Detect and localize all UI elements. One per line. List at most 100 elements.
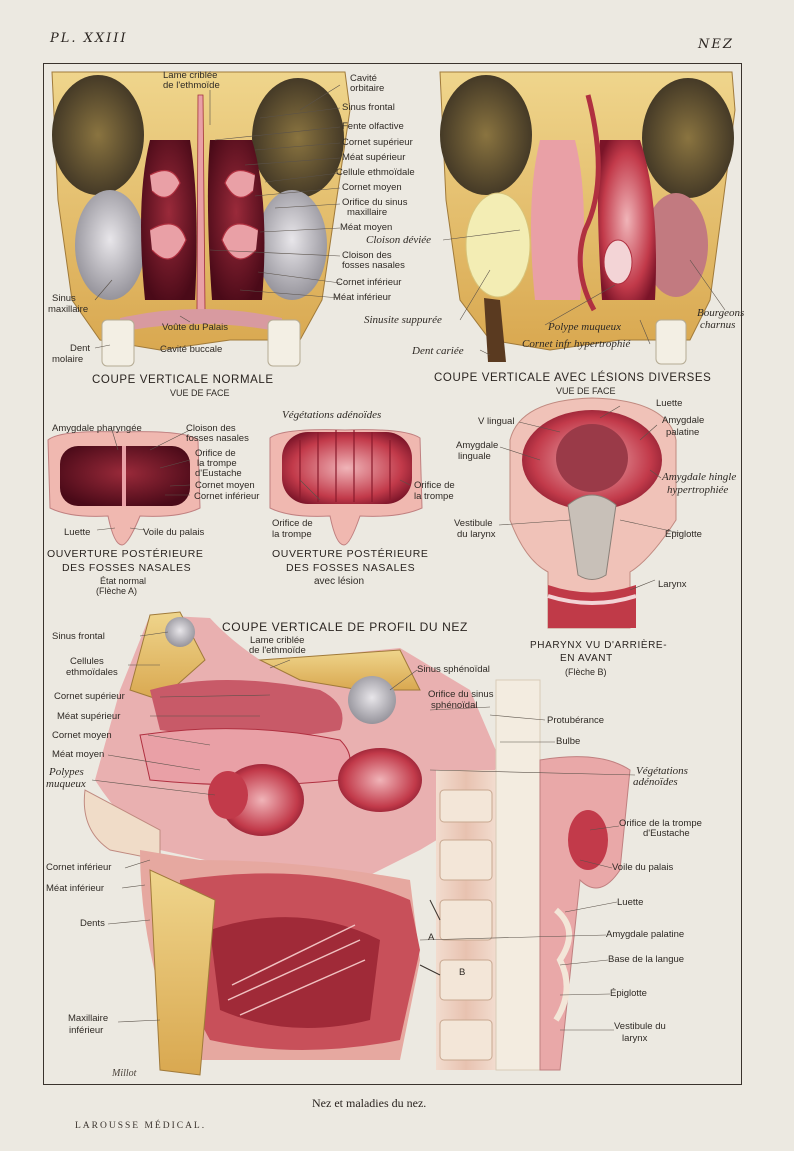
label-pharynx-1: V lingual (478, 416, 515, 427)
label-normal-22: Cavité buccale (160, 344, 223, 355)
label-nasal-normal-8: Luette (64, 527, 91, 538)
label-nasal-lesion-3: la trompe (414, 491, 454, 502)
label-pharynx-11: Larynx (658, 579, 687, 590)
label-nasal-normal-2: fosses nasales (186, 433, 249, 444)
label-pharynx-4: Amygdale (456, 440, 499, 451)
plate-subject: NEZ (698, 37, 734, 52)
label-nasal-lesion-1: la trompe (272, 529, 312, 540)
label-profile-12: Méat inférieur (46, 883, 105, 894)
figure-nasal-lesion (269, 429, 423, 546)
label-normal-5: Fente olfactive (342, 121, 404, 132)
label-pharynx-5: linguale (458, 451, 491, 462)
figure-pharynx (509, 397, 677, 629)
label-nasal-normal-7: Cornet inférieur (194, 491, 260, 502)
label-profile-2: de l'ethmoïde (249, 645, 306, 656)
label-profile-15: inférieur (69, 1025, 104, 1036)
label-profile-31: larynx (622, 1033, 648, 1044)
marker-arrow-a: A (428, 932, 435, 943)
label-normal-19: Voûte du Palais (162, 322, 229, 333)
label-normal-17: Sinus (52, 293, 76, 304)
label-profile-10: muqueux (46, 778, 86, 790)
label-profile-26: Luette (617, 897, 644, 908)
label-profile-13: Dents (80, 918, 105, 929)
heading-vegetations: Végétations adénoïdes (282, 409, 382, 421)
label-profile-7: Cornet moyen (52, 730, 112, 741)
label-nasal-normal-6: Cornet moyen (195, 480, 255, 491)
label-profile-30: Vestibule du (614, 1021, 666, 1032)
label-nasal-normal-9: Voile du palais (143, 527, 205, 538)
subtitle-normal-section: VUE DE FACE (170, 388, 230, 398)
label-nasal-normal-5: d'Eustache (195, 468, 242, 479)
label-profile-22: adénoïdes (633, 776, 678, 788)
marker-arrow-b: B (459, 967, 466, 978)
label-profile-19: Protubérance (547, 715, 605, 726)
label-profile-17: Orifice du sinus (428, 689, 494, 700)
note-nasal-normal: (Flèche A) (96, 586, 138, 596)
label-profile-8: Méat moyen (52, 749, 105, 760)
figure-profile-section (83, 611, 631, 1076)
label-profile-1: Lame criblée (250, 635, 305, 646)
plate-number: PL. XXIII (50, 31, 128, 46)
title-profile-section: COUPE VERTICALE DE PROFIL DU NEZ (222, 620, 468, 634)
label-profile-18: sphénoïdal (431, 700, 478, 711)
label-pharynx-9: du larynx (457, 529, 496, 540)
label-lesion-3: Bourgeons (697, 307, 745, 319)
title-normal-section: COUPE VERTICALE NORMALE (92, 374, 274, 386)
label-pharynx-8: Vestibule (454, 518, 493, 529)
title-pharynx-line1: PHARYNX VU D'ARRIÈRE- (530, 640, 668, 651)
label-lesion-1: Sinusite suppurée (364, 314, 442, 326)
label-normal-21: molaire (52, 354, 84, 365)
label-profile-20: Bulbe (556, 736, 581, 747)
artist-signature: Millot (112, 1068, 137, 1079)
state-nasal-normal: État normal (100, 576, 147, 586)
figure-lesion-section (439, 71, 736, 365)
title-nasal-normal-line1: OUVERTURE POSTÉRIEURE (47, 548, 204, 560)
label-profile-11: Cornet inférieur (46, 862, 112, 873)
label-normal-16: Méat inférieur (333, 292, 392, 303)
label-nasal-lesion-0: Orifice de (272, 518, 313, 529)
label-normal-20: Dent (70, 343, 91, 354)
label-nasal-lesion-2: Orifice de (414, 480, 455, 491)
label-profile-28: Base de la langue (608, 954, 685, 965)
figure-normal-section (51, 71, 351, 367)
label-normal-7: Méat supérieur (342, 152, 406, 163)
label-lesion-2: Polype muqueux (548, 321, 621, 333)
label-normal-10: Orifice du sinus (342, 197, 408, 208)
label-profile-24: d'Eustache (643, 828, 690, 839)
label-normal-1: de l'ethmoïde (163, 80, 220, 91)
title-lesion-section: COUPE VERTICALE AVEC LÉSIONS DIVERSES (434, 372, 712, 384)
label-lesion-0: Cloison déviée (366, 234, 432, 246)
label-nasal-normal-0: Amygdale pharyngée (52, 423, 142, 434)
plate-frame (43, 63, 742, 1085)
label-normal-12: Méat moyen (340, 222, 393, 233)
title-pharynx-line2: EN AVANT (560, 653, 613, 664)
label-profile-25: Voile du palais (612, 862, 674, 873)
label-nasal-normal-3: Orifice de (195, 448, 236, 459)
label-normal-18: maxillaire (48, 304, 89, 315)
label-profile-29: Épiglotte (610, 988, 647, 999)
label-normal-4: Sinus frontal (342, 102, 395, 113)
label-profile-9: Polypes (49, 766, 84, 778)
label-normal-13: Cloison des (342, 250, 392, 261)
label-normal-8: Cellule ethmoïdale (336, 167, 415, 178)
label-pharynx-6: Amygdale hingle (662, 471, 737, 483)
label-lesion-6: Cornet infr hypertrophié (522, 338, 631, 350)
label-pharynx-2: Amygdale (662, 415, 705, 426)
label-normal-0: Lame criblée (163, 70, 218, 81)
label-profile-6: Méat supérieur (57, 711, 121, 722)
publisher-name: LAROUSSE MÉDICAL. (75, 1121, 207, 1131)
label-normal-9: Cornet moyen (342, 182, 402, 193)
label-pharynx-3: palatine (666, 427, 700, 438)
label-normal-2: Cavité (350, 73, 377, 84)
title-nasal-normal-line2: DES FOSSES NASALES (62, 562, 192, 574)
label-normal-14: fosses nasales (342, 260, 405, 271)
label-profile-0: Sinus frontal (52, 631, 105, 642)
label-nasal-normal-1: Cloison des (186, 423, 236, 434)
state-nasal-lesion: avec lésion (314, 576, 365, 587)
label-normal-15: Cornet inférieur (336, 277, 402, 288)
subtitle-pharynx: VUE DE FACE (556, 386, 616, 396)
label-profile-4: ethmoïdales (66, 667, 118, 678)
title-nasal-lesion-line2: DES FOSSES NASALES (286, 562, 416, 574)
label-profile-3: Cellules (70, 656, 104, 667)
